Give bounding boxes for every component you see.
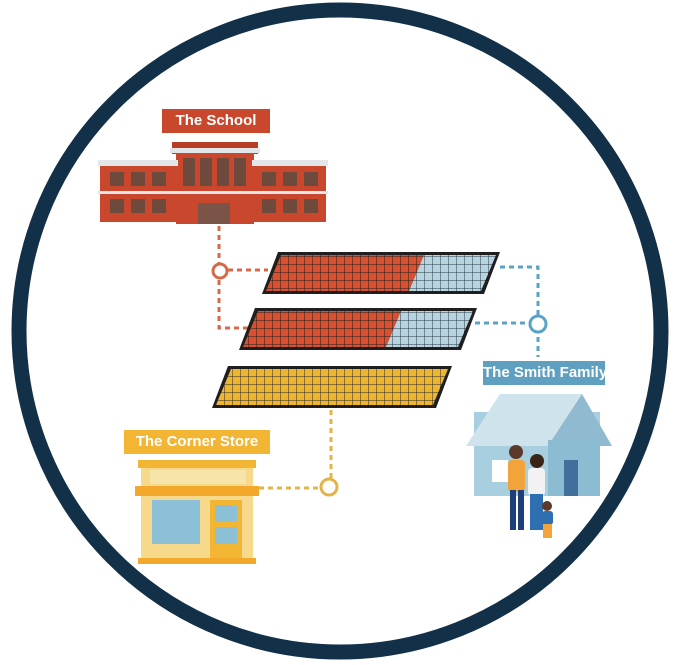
junction-store <box>319 477 339 497</box>
junction-school <box>211 262 229 280</box>
store-icon <box>135 460 259 564</box>
smith-family-label: The Smith Family <box>483 361 607 385</box>
house-icon <box>466 394 612 496</box>
school-label: The School <box>162 109 270 133</box>
solar-panel-top <box>262 252 500 294</box>
solar-panel-middle <box>239 308 477 350</box>
connector-family <box>500 265 540 357</box>
junction-family <box>528 314 548 334</box>
corner-store-label: The Corner Store <box>124 430 270 454</box>
solar-panel-bottom <box>212 366 452 408</box>
connector-school <box>217 226 250 330</box>
school-building-icon <box>98 142 328 224</box>
family-icon <box>508 445 553 538</box>
connectors <box>217 226 540 490</box>
